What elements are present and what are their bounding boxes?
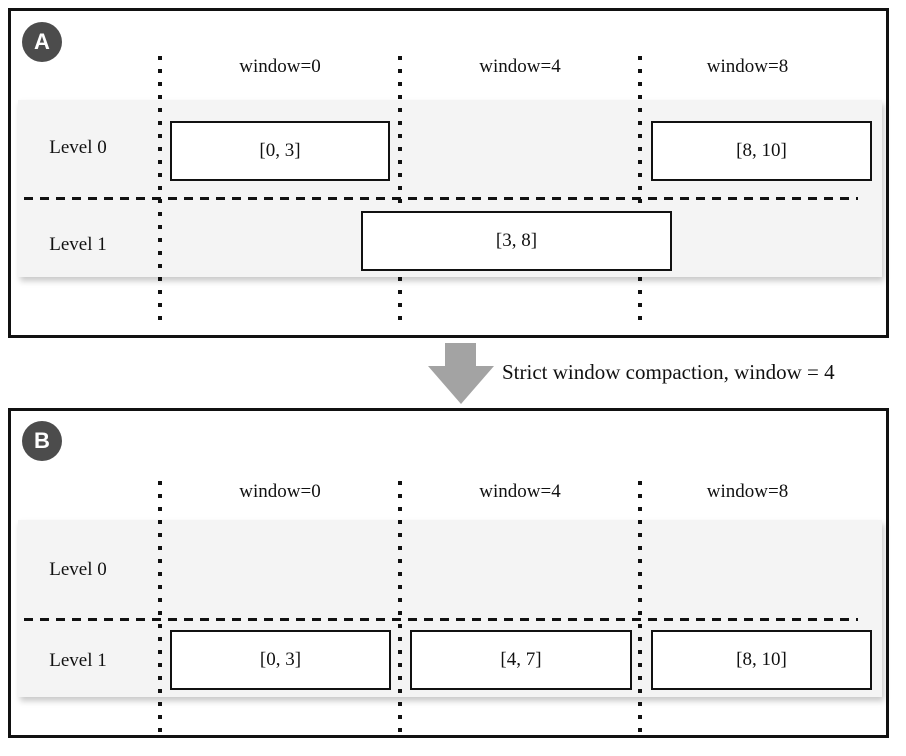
- panel-a-window-divider-dotted-line-2: [398, 56, 402, 322]
- transition-label: Strict window compaction, window = 4: [502, 360, 835, 384]
- panel-a-sstable-box-0-3: [0, 3]: [170, 121, 390, 181]
- panel-a-column-header-window-8: window=8: [706, 56, 789, 77]
- panel-b-column-header-window-4: window=4: [479, 481, 561, 502]
- panel-b-row-label-level-1: Level 1: [49, 650, 107, 671]
- panel-b-window-divider-dotted-line-2: [398, 481, 402, 737]
- panel-b-row-label-level-0: Level 0: [49, 559, 107, 580]
- panel-a-row-label-level-0: Level 0: [49, 137, 107, 158]
- panel-b-sstable-box-0-3: [0, 3]: [170, 630, 391, 690]
- panel-a-sstable-box-8-10: [8, 10]: [651, 121, 872, 181]
- panel-b-sstable-box-4-7: [4, 7]: [410, 630, 632, 690]
- panel-a-window-divider-dotted-line-1: [158, 56, 162, 322]
- panel-a-row-label-level-1: Level 1: [49, 234, 107, 255]
- down-arrow-head: [428, 366, 494, 404]
- panel-a-column-header-window-0: window=0: [239, 56, 321, 77]
- panel-b-level-divider-dashed-line: [24, 618, 858, 621]
- panel-a-window-divider-dotted-line-3: [638, 56, 642, 322]
- panel-a-sstable-box-3-8: [3, 8]: [361, 211, 672, 271]
- panel-a-level-divider-dashed-line: [24, 197, 858, 200]
- panel-b-sstable-box-8-10: [8, 10]: [651, 630, 872, 690]
- down-arrow-stem: [445, 343, 476, 367]
- panel-b-badge: B: [22, 421, 62, 461]
- panel-b-column-header-window-0: window=0: [239, 481, 321, 502]
- panel-b-window-divider-dotted-line-3: [638, 481, 642, 737]
- panel-b-column-header-window-8: window=8: [706, 481, 789, 502]
- panel-b-window-divider-dotted-line-1: [158, 481, 162, 737]
- panel-a-column-header-window-4: window=4: [479, 56, 561, 77]
- panel-a-badge: A: [22, 22, 62, 62]
